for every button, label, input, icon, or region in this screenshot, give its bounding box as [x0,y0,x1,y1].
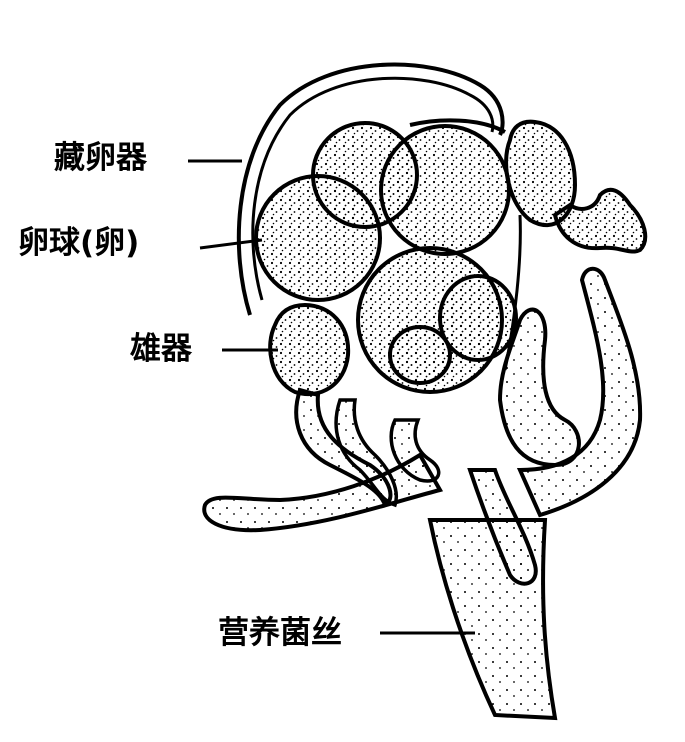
antheridial-hypha-2 [334,398,398,508]
lower-hyphal-loop [467,468,538,586]
label-vegetative-hypha: 营养菌丝 [218,615,342,651]
oosphere-6 [388,325,452,385]
label-antheridium: 雄器 [130,331,192,367]
inner-hyphal-branch [497,307,581,468]
oogonium-wall-inner [251,76,495,301]
oogonium-right-wall [503,214,522,371]
upper-hyphal-tip [552,187,648,254]
vegetative-hypha [427,518,558,721]
oosphere-2 [254,174,382,302]
label-oosphere: 卵球(卵) [18,225,140,261]
antheridial-hypha-3 [389,418,441,483]
right-hyphal-branch [516,266,643,518]
oosphere-5 [438,274,518,362]
upper-antheridium [504,119,578,227]
oogonium-wall [236,62,505,316]
connecting-hypha [409,118,506,134]
leader-oosphere [199,238,263,250]
label-oogonium: 藏卵器 [54,140,147,176]
oosphere-3 [379,124,511,256]
antheridium [268,302,351,397]
left-hyphal-branch [202,452,444,533]
